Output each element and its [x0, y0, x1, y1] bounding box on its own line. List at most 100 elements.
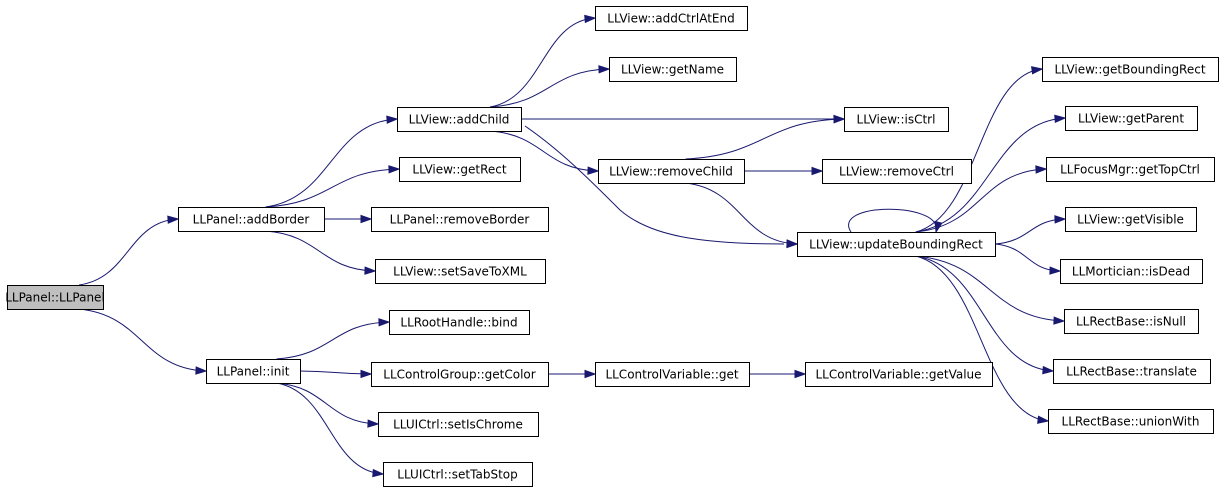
- node-label: LLMortician::isDead: [1072, 265, 1190, 279]
- node-llview-removectrl[interactable]: LLView::removeCtrl: [822, 159, 972, 184]
- node-label: LLRectBase::translate: [1066, 365, 1197, 379]
- node-lluictrl-settabstop[interactable]: LLUICtrl::setTabStop: [383, 462, 533, 487]
- node-label: LLView::getName: [621, 63, 724, 77]
- edge-llpanel-llpanel-to-llpanel-addborder: [78, 215, 180, 286]
- node-llview-removechild[interactable]: LLView::removeChild: [598, 159, 745, 184]
- node-label: LLView::getBoundingRect: [1054, 63, 1205, 77]
- node-llcontrolvariable-getvalue[interactable]: LLControlVariable::getValue: [805, 362, 993, 387]
- edge-llview-removechild-to-llview-updateboundingrect: [685, 182, 799, 248]
- edge-arrowhead: [360, 214, 373, 224]
- node-label: LLRootHandle::bind: [400, 316, 517, 330]
- edge-arrowhead: [794, 369, 807, 379]
- edge-arrowhead: [786, 239, 799, 248]
- node-label: LLView::updateBoundingRect: [809, 238, 983, 252]
- nodes-layer: LLPanel::LLPanelLLPanel::addBorderLLPane…: [5, 6, 1219, 487]
- edge-line: [489, 130, 598, 172]
- node-llview-getrect[interactable]: LLView::getRect: [399, 157, 521, 182]
- node-llrectbase-unionwith[interactable]: LLRectBase::unionWith: [1048, 409, 1214, 434]
- node-label: LLUICtrl::setIsChrome: [393, 418, 523, 432]
- edge-line: [265, 168, 399, 208]
- edge-line: [915, 168, 1046, 233]
- edge-arrowhead: [1031, 66, 1044, 75]
- node-lluictrl-setischrome[interactable]: LLUICtrl::setIsChrome: [378, 412, 539, 437]
- edge-llpanel-init-to-lluictrl-settabstop: [276, 382, 385, 478]
- node-llview-getboundingrect[interactable]: LLView::getBoundingRect: [1042, 57, 1219, 82]
- edge-llview-updateboundingrect-to-llfocusmgr-gettopctrl: [915, 165, 1048, 233]
- node-llrectbase-isnull[interactable]: LLRectBase::isNull: [1064, 309, 1199, 334]
- node-label: LLView::addChild: [409, 113, 510, 127]
- node-label: LLView::addCtrlAtEnd: [607, 12, 734, 26]
- node-llpanel-addborder[interactable]: LLPanel::addBorder: [178, 207, 325, 232]
- node-box: [378, 412, 539, 437]
- node-llview-updateboundingrect[interactable]: LLView::updateBoundingRect: [797, 232, 996, 257]
- edge-llcontrolgroup-getcolor-to-llcontrolvariable-get: [547, 369, 597, 379]
- edge-arrowhead: [195, 366, 208, 375]
- node-llpanel-llpanel[interactable]: LLPanel::LLPanel: [5, 285, 105, 310]
- node-box: [1053, 359, 1211, 384]
- edge-line: [299, 370, 371, 375]
- edge-line: [915, 255, 1053, 372]
- edge-line: [276, 321, 389, 360]
- edge-line: [994, 243, 1060, 272]
- edge-arrowhead: [833, 115, 846, 124]
- edge-arrowhead: [167, 215, 180, 224]
- node-label: LLView::setSaveToXML: [393, 265, 527, 279]
- node-box: [371, 362, 549, 387]
- edges-layer: [78, 14, 1067, 478]
- edge-llview-updateboundingrect-to-llview-getboundingrect: [915, 66, 1044, 233]
- edge-llpanel-init-to-llcontrolgroup-getcolor: [299, 369, 373, 379]
- edge-llpanel-init-to-lluictrl-setischrome: [276, 382, 380, 428]
- edge-arrowhead: [372, 468, 385, 478]
- edge-line: [265, 230, 375, 272]
- node-llrectbase-translate[interactable]: LLRectBase::translate: [1053, 359, 1211, 384]
- node-llroothandle-bind[interactable]: LLRootHandle::bind: [389, 310, 530, 335]
- node-box: [1065, 207, 1197, 232]
- edge-llview-updateboundingrect-to-llview-getvisible: [994, 215, 1067, 245]
- node-box: [206, 359, 301, 384]
- edge-line: [276, 382, 378, 425]
- node-box: [797, 232, 996, 257]
- edge-line: [915, 117, 1065, 233]
- node-label: LLFocusMgr::getTopCtrl: [1060, 163, 1200, 177]
- node-box: [7, 285, 104, 310]
- node-llmortician-isdead[interactable]: LLMortician::isDead: [1060, 259, 1203, 284]
- node-llcontrolgroup-getcolor[interactable]: LLControlGroup::getColor: [371, 362, 549, 387]
- node-llview-addctrlatend[interactable]: LLView::addCtrlAtEnd: [595, 6, 748, 31]
- edge-line: [78, 308, 206, 372]
- edge-arrowhead: [1053, 316, 1066, 325]
- edge-line: [685, 182, 797, 245]
- node-llview-getname[interactable]: LLView::getName: [609, 57, 737, 82]
- node-llview-setsavetoxml[interactable]: LLView::setSaveToXML: [375, 259, 546, 284]
- node-llview-getparent[interactable]: LLView::getParent: [1065, 106, 1198, 131]
- node-box: [822, 159, 972, 184]
- edge-arrowhead: [378, 318, 391, 327]
- node-box: [1042, 57, 1219, 82]
- node-llcontrolvariable-get[interactable]: LLControlVariable::get: [595, 362, 750, 387]
- edge-llpanel-llpanel-to-llpanel-init: [78, 308, 208, 375]
- node-label: LLView::isCtrl: [857, 113, 936, 127]
- edge-arrowhead: [1054, 114, 1067, 123]
- node-box: [1065, 106, 1198, 131]
- edge-line: [489, 68, 609, 108]
- node-box: [844, 107, 949, 132]
- edge-llcontrolvariable-get-to-llcontrolvariable-getvalue: [748, 369, 807, 379]
- edge-line: [915, 255, 1048, 422]
- edge-llview-addchild-to-llview-getname: [489, 65, 611, 108]
- node-llview-isctrl[interactable]: LLView::isCtrl: [844, 107, 949, 132]
- edge-arrowhead: [388, 165, 401, 174]
- node-llpanel-init[interactable]: LLPanel::init: [206, 359, 301, 384]
- node-llview-addchild[interactable]: LLView::addChild: [397, 107, 522, 132]
- edge-line: [78, 218, 178, 286]
- node-llfocusmgr-gettopctrl[interactable]: LLFocusMgr::getTopCtrl: [1046, 157, 1215, 182]
- edge-arrowhead: [1035, 165, 1048, 174]
- edge-arrowhead: [1049, 266, 1062, 275]
- node-box: [1060, 259, 1203, 284]
- node-llview-getvisible[interactable]: LLView::getVisible: [1065, 207, 1197, 232]
- node-box: [1046, 157, 1215, 182]
- edge-llview-addchild-to-llview-removechild: [489, 130, 600, 175]
- edge-line: [994, 218, 1065, 245]
- node-box: [397, 107, 522, 132]
- node-llpanel-removeborder[interactable]: LLPanel::removeBorder: [371, 207, 549, 232]
- edge-arrowhead: [584, 14, 597, 24]
